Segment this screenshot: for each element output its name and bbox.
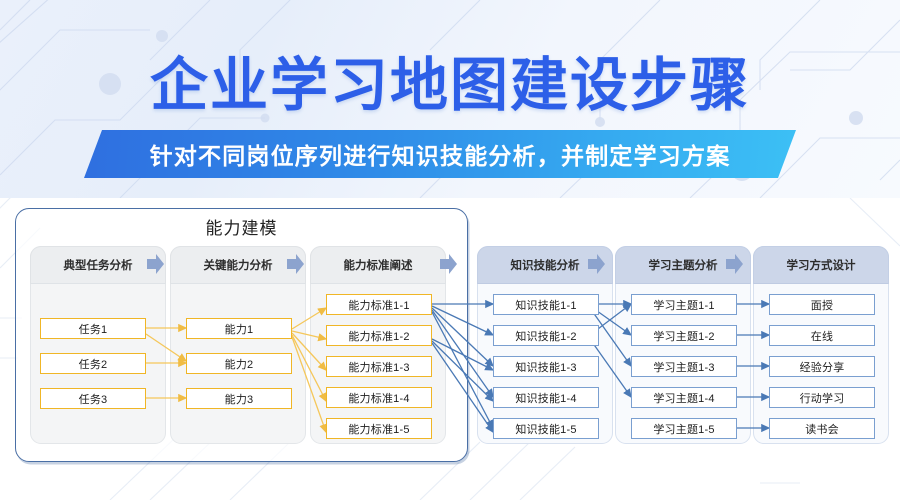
- node-knowledge-1[interactable]: 知识技能1-1: [493, 294, 599, 315]
- step-arrow-5-to-6: [726, 254, 743, 274]
- node-capability-2[interactable]: 能力2: [186, 353, 292, 374]
- diagram-area: 能力建模 典型任务分析 关键能力分析 能力标准阐述 知识技能分析 学习主题分析 …: [0, 198, 900, 500]
- node-method-4[interactable]: 行动学习: [769, 387, 875, 408]
- node-method-3[interactable]: 经验分享: [769, 356, 875, 377]
- step-arrow-2-to-3: [287, 254, 304, 274]
- column-header-1: 典型任务分析: [30, 246, 166, 284]
- column-panel-2: 关键能力分析: [170, 246, 306, 444]
- node-knowledge-3[interactable]: 知识技能1-3: [493, 356, 599, 377]
- node-standard-5[interactable]: 能力标准1-5: [326, 418, 432, 439]
- page-title: 企业学习地图建设步骤: [149, 53, 750, 118]
- step-arrow-4-to-5: [588, 254, 605, 274]
- node-standard-2[interactable]: 能力标准1-2: [326, 325, 432, 346]
- node-topic-5[interactable]: 学习主题1-5: [631, 418, 737, 439]
- node-capability-3[interactable]: 能力3: [186, 388, 292, 409]
- node-topic-2[interactable]: 学习主题1-2: [631, 325, 737, 346]
- step-arrow-1-to-2: [147, 254, 164, 274]
- node-topic-3[interactable]: 学习主题1-3: [631, 356, 737, 377]
- node-topic-4[interactable]: 学习主题1-4: [631, 387, 737, 408]
- column-header-4: 知识技能分析: [477, 246, 613, 284]
- node-method-2[interactable]: 在线: [769, 325, 875, 346]
- node-standard-4[interactable]: 能力标准1-4: [326, 387, 432, 408]
- node-method-5[interactable]: 读书会: [769, 418, 875, 439]
- node-task-3[interactable]: 任务3: [40, 388, 146, 409]
- node-knowledge-4[interactable]: 知识技能1-4: [493, 387, 599, 408]
- node-capability-1[interactable]: 能力1: [186, 318, 292, 339]
- node-knowledge-5[interactable]: 知识技能1-5: [493, 418, 599, 439]
- banner-shape: [84, 130, 796, 178]
- page-header: 企业学习地图建设步骤 针对不同岗位序列进行知识技能分析，并制定学习方案: [0, 0, 900, 198]
- column-panel-1: 典型任务分析: [30, 246, 166, 444]
- step-arrow-3-to-4: [440, 254, 457, 274]
- banner-label: 针对不同岗位序列进行知识技能分析，并制定学习方案: [149, 143, 731, 169]
- node-standard-1[interactable]: 能力标准1-1: [326, 294, 432, 315]
- node-topic-1[interactable]: 学习主题1-1: [631, 294, 737, 315]
- capability-modeling-title: 能力建模: [205, 219, 278, 238]
- node-task-2[interactable]: 任务2: [40, 353, 146, 374]
- column-header-6: 学习方式设计: [753, 246, 889, 284]
- node-knowledge-2[interactable]: 知识技能1-2: [493, 325, 599, 346]
- node-task-1[interactable]: 任务1: [40, 318, 146, 339]
- subtitle-banner: 针对不同岗位序列进行知识技能分析，并制定学习方案: [84, 130, 796, 178]
- node-method-1[interactable]: 面授: [769, 294, 875, 315]
- column-header-2: 关键能力分析: [170, 246, 306, 284]
- node-standard-3[interactable]: 能力标准1-3: [326, 356, 432, 377]
- header-background-pattern: [0, 0, 900, 198]
- column-header-3: 能力标准阐述: [310, 246, 446, 284]
